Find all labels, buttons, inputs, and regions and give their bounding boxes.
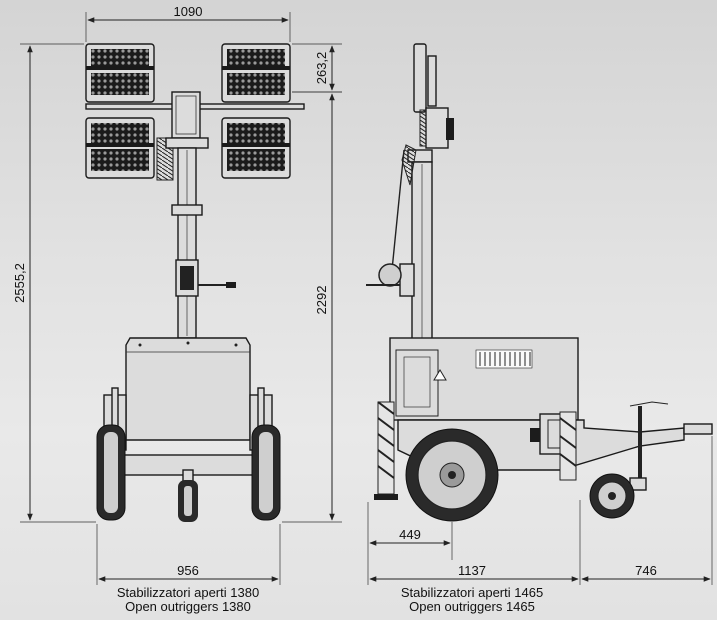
side-body [389, 337, 579, 421]
lamp-head-bottom-left [85, 117, 155, 179]
label-lamp-height: 263,2 [314, 52, 329, 85]
label-wheel-offset: 449 [399, 527, 421, 542]
caption-front-en: Open outriggers 1380 [125, 599, 251, 614]
side-jockey-wheel [589, 473, 647, 519]
front-body [125, 337, 251, 441]
lamp-head-top-right [221, 43, 291, 103]
label-side-length: 1137 [458, 563, 486, 578]
dimension-side-length: 1137 [367, 500, 581, 585]
side-main-wheel [405, 428, 499, 522]
dimension-front-width: 956 [96, 524, 281, 585]
side-outrigger [374, 401, 577, 500]
front-view: 1090 263,2 2555,2 2292 956 [12, 4, 342, 614]
front-jockey-wheel [178, 469, 198, 522]
label-top-width: 1090 [174, 4, 203, 19]
label-total-height: 2555,2 [12, 263, 27, 303]
dimension-wheel-offset: 449 [367, 502, 453, 560]
label-front-width: 956 [177, 563, 199, 578]
dimension-total-height: 2555,2 [12, 43, 96, 523]
label-drawbar-length: 746 [635, 563, 657, 578]
dimension-mast-height: 2292 [282, 91, 342, 523]
front-wheel-right [251, 424, 281, 521]
side-view: 449 1137 746 Stabilizzatori aperti 1465 … [366, 43, 713, 614]
caption-side-en: Open outriggers 1465 [409, 599, 535, 614]
dimension-lamp-height: 263,2 [292, 43, 342, 93]
front-wheel-left [96, 424, 126, 521]
lamp-head-top-left [85, 43, 155, 103]
lamp-head-bottom-right [221, 117, 291, 179]
label-mast-height: 2292 [314, 286, 329, 315]
side-mast [366, 43, 454, 341]
caption-front-it: Stabilizzatori aperti 1380 [117, 585, 259, 600]
dimension-top-width: 1090 [85, 4, 291, 42]
caption-side-it: Stabilizzatori aperti 1465 [401, 585, 543, 600]
dimension-drawbar-length: 746 [581, 436, 713, 585]
